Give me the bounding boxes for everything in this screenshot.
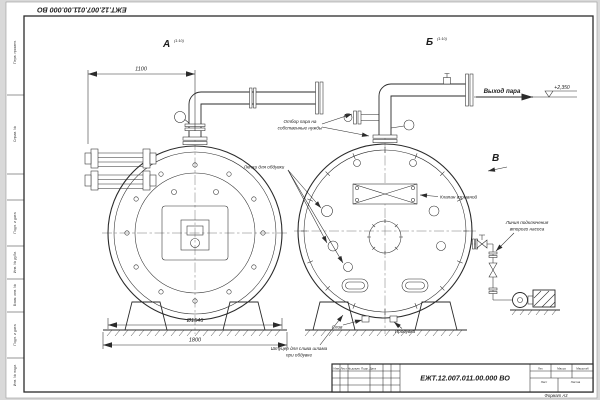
elevation-value: +2,350 [554,85,570,91]
margin-label: Инв. № подл. [13,364,17,386]
margin-label: Перв. примен. [13,40,17,64]
annotations: Отбор пара на собственные нужды Лючки дл… [243,85,577,358]
margin-label: Справ. № [13,126,17,142]
label-pump-line-1: Линия подключения [505,220,549,225]
label-blow-hatches: Лючки для обдувки [243,165,285,170]
sheet-label: Лист [541,380,548,384]
dimension-base: 1800 [102,332,288,349]
dim-top-width: 1100 [135,67,148,73]
margin-label: Взам. инв. № [13,284,17,306]
dim-diameter: Ø1546 [186,318,204,324]
pump-unit [510,289,560,316]
label-explosion-valve: Клапан взрывной [440,194,478,200]
economizer [84,148,157,191]
dim-base-width: 1800 [189,338,202,344]
vent-valve [443,77,451,85]
label-sludge-1: Штуцер для слива шлама [271,346,328,351]
change-table-row: Изм. Лист № докум. Подп. Дата [334,366,377,370]
burner-door [161,189,229,261]
margin-label: Инв. № дубл. [13,251,17,273]
lit-label: Лит. [538,366,544,370]
dimension-diameter: Ø1546 [107,318,283,329]
supports-b [304,301,467,337]
supports-a [103,301,287,337]
margin-stamp: Перв. примен. Справ. № Подп. и дата Инв.… [13,40,17,386]
view-scale-b: (1:10) [437,37,448,41]
margin-label: Подп. и дата [13,212,17,233]
blow-ports [321,159,446,272]
label-steam-out: Выход пара [484,88,521,95]
pressure-gauge [403,119,415,131]
label-steam-own-1: Отбор пара на [284,119,317,124]
scale-label: Масштаб [576,366,589,370]
title-block: Изм. Лист № докум. Подп. Дата ЕЖТ.12.007… [331,363,594,398]
drawing-frame [7,15,594,393]
manhole [367,219,403,255]
label-sludge-2: при обдувке [286,353,312,358]
view-label-b: Б [426,37,433,48]
doc-number-top: ЕЖТ.12.007.011.00.000 ВО [37,6,127,15]
view-direction-arrow [487,166,508,172]
sheet-edge [5,1,598,399]
label-blowdown: Продувка [395,329,416,334]
piping-right [343,73,474,143]
blowdown-stub [389,315,398,323]
handholes [341,278,429,293]
label-pump-line-2: второго насоса [510,227,545,232]
view-label-v: В [492,153,499,164]
format-note: Формат А3 [545,393,569,398]
mass-label: Масса [557,366,566,370]
label-steam-own-2: собственные нужды [278,126,323,131]
margin-label: Подп. и дата [13,324,17,345]
doc-number: ЕЖТ.12.007.011.00.000 ВО [420,374,510,383]
bolt-circle [124,162,266,304]
pressure-gauge [174,111,186,123]
view-b: Б (1:10) В [294,37,560,337]
pump-line [471,234,513,301]
view-scale-a: (1:10) [174,39,185,43]
view-label-a: А [162,39,170,50]
sheets-label: Листов [571,380,581,384]
drain-stub [361,315,370,323]
elevation-mark: +2,350 [544,85,577,98]
view-a: 1100 Ø1546 1800 А (1:10) [84,39,324,349]
dimension-1100: 1100 [87,67,196,144]
explosion-valve [352,183,418,205]
label-drain: Слив [332,325,343,330]
